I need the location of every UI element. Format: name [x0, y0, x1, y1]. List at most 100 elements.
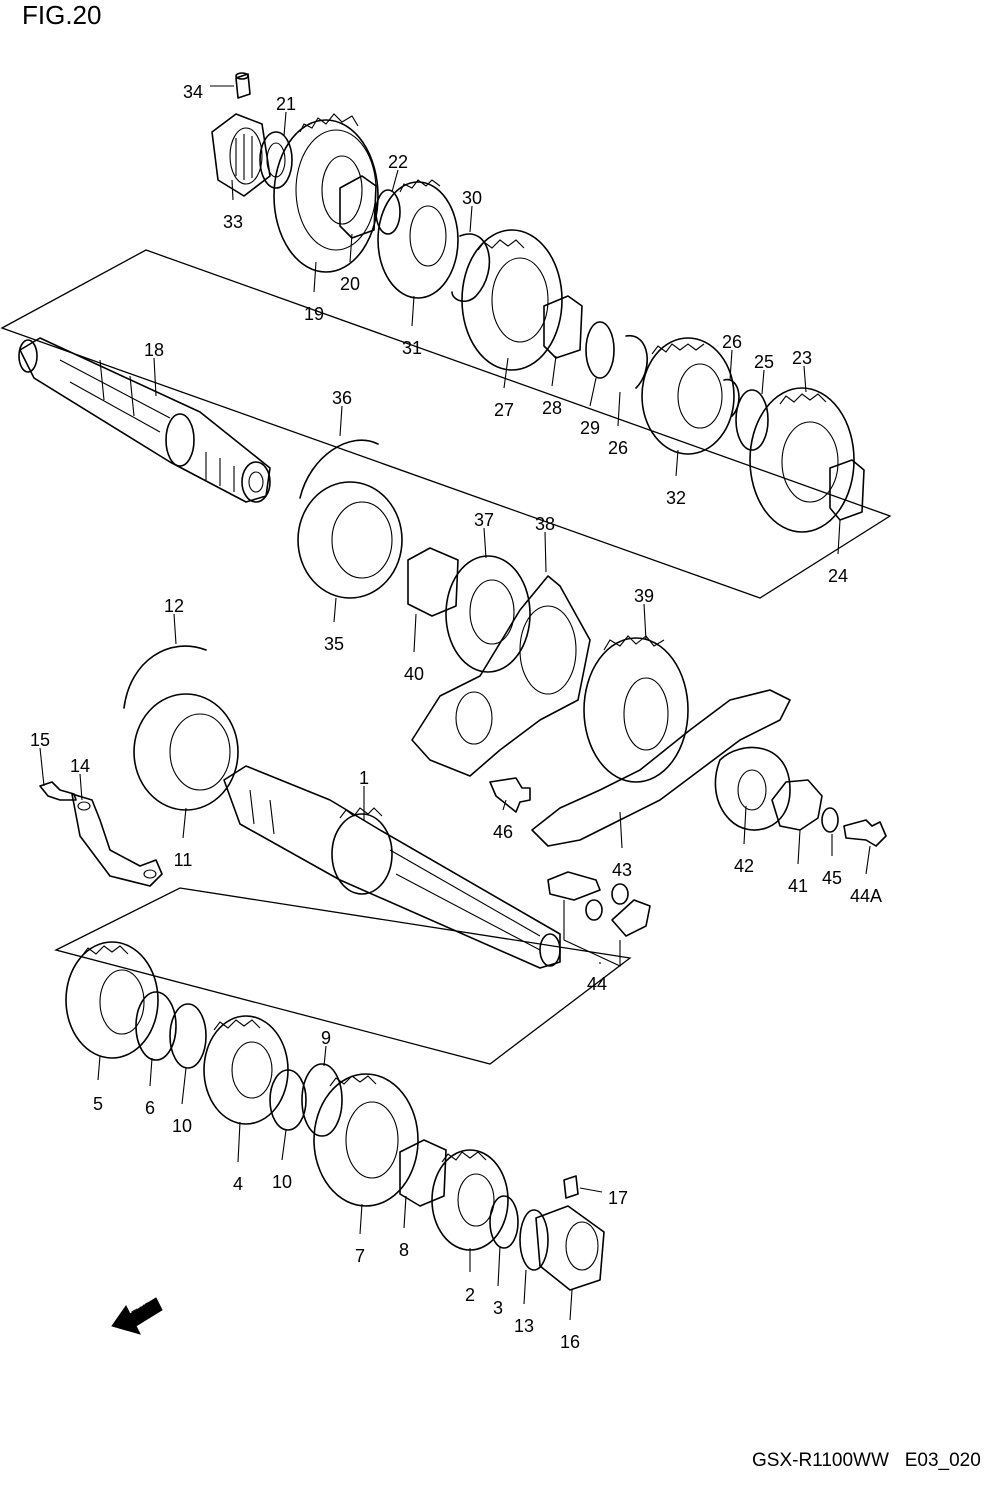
part-callout-label: 38: [535, 514, 555, 534]
callout-leader-line: [173, 613, 177, 645]
callout-leaders: [39, 85, 871, 1321]
part-callout-label: 11: [174, 850, 193, 870]
callout-leader-line: [403, 1195, 407, 1229]
part-callout-label: 14: [70, 756, 90, 776]
driveshaft-group-frame: [54, 887, 632, 1065]
part-callout-label: 43: [612, 860, 632, 880]
callout-leader-line: [497, 1245, 501, 1287]
part-callout-label: 17: [608, 1188, 628, 1208]
callout-leader-line: [619, 811, 623, 849]
part-callout-label: 20: [340, 274, 360, 294]
part-callout-label: 5: [93, 1094, 103, 1114]
callout-leader-line: [803, 365, 807, 393]
callout-leader-line: [182, 807, 187, 839]
callout-leader-line: [579, 1187, 603, 1193]
part-callout-label: 10: [172, 1116, 192, 1136]
part-callout-label: 22: [388, 152, 408, 172]
part-callout-label: 23: [792, 348, 812, 368]
callout-leader-line: [411, 295, 415, 327]
driveshaft: [223, 765, 561, 969]
forward-direction-arrow-icon: FWD: [111, 1297, 163, 1335]
part-callout-label: 2: [465, 1285, 475, 1305]
part-callout-label: 4: [233, 1174, 243, 1194]
lower-gear-train: [65, 941, 605, 1291]
callout-leader-line: [359, 1203, 363, 1235]
callout-leader-line: [551, 355, 557, 387]
callout-leader-line: [469, 205, 473, 233]
output-bearing-group: [297, 439, 591, 777]
part-callout-label: 27: [494, 400, 514, 420]
callout-leader-line: [79, 773, 83, 801]
callout-leader-line: [503, 357, 509, 389]
part-callout-label: 25: [754, 352, 774, 372]
callout-leader-line: [231, 179, 234, 201]
part-callout-label: 9: [321, 1028, 331, 1048]
part-callout-label: 6: [145, 1098, 155, 1118]
part-callout-label: 40: [404, 664, 424, 684]
part-callout-label: 34: [183, 82, 203, 102]
part-callout-label: 8: [399, 1240, 409, 1260]
callout-leader-line: [837, 519, 841, 555]
part-callout-label: 7: [355, 1246, 365, 1266]
callout-leader-line: [643, 603, 647, 641]
part-callout-label: 31: [402, 338, 422, 358]
part-callout-label: 16: [560, 1332, 580, 1352]
part-callout-label: 44: [587, 974, 607, 994]
countershaft-group-frame: [0, 249, 892, 599]
callout-leader-line: [617, 391, 621, 427]
callout-leader-line: [153, 357, 157, 397]
part-callout-label: 24: [828, 566, 848, 586]
callout-leader-line: [323, 1045, 327, 1067]
callout-leader-line: [149, 1057, 153, 1087]
countershaft: [18, 337, 271, 503]
callout-leader-line: [797, 829, 801, 865]
part-callout-label: 46: [493, 822, 513, 842]
part-callout-label: 12: [164, 596, 184, 616]
callout-leader-line: [181, 1067, 187, 1105]
callout-leader-line: [281, 1129, 287, 1161]
part-callout-label: 29: [580, 418, 600, 438]
part-callout-label: 37: [474, 510, 494, 530]
part-callout-label: 10: [272, 1172, 292, 1192]
callout-leader-line: [569, 1289, 573, 1321]
callout-leader-line: [761, 369, 765, 395]
callout-leader-line: [729, 349, 733, 381]
callout-leader-line: [391, 169, 399, 193]
part-callout-label: 36: [332, 388, 352, 408]
callout-leader-line: [675, 449, 679, 477]
callout-leader-line: [743, 805, 747, 845]
part-callout-label: 45: [822, 868, 842, 888]
callout-leader-line: [544, 531, 547, 573]
part-callout-label: 28: [542, 398, 562, 418]
part-callout-label: 26: [608, 438, 628, 458]
part-callout-label: 44A: [850, 886, 882, 906]
part-callout-label: 19: [304, 304, 324, 324]
callout-leader-line: [39, 747, 45, 787]
part-callout-label: 33: [223, 212, 243, 232]
figure-label: FIG.20: [22, 0, 101, 30]
sprocket-and-chain: [489, 635, 887, 967]
footer-model-code: GSX-R1100WW E03_020: [752, 1450, 981, 1471]
callout-leader-line: [413, 613, 417, 653]
part-callout-label: 3: [493, 1298, 503, 1318]
callout-leader-line: [483, 527, 487, 559]
part-callout-label: 42: [734, 856, 754, 876]
part-callout-label: 13: [514, 1316, 534, 1336]
part-callout-label: 41: [788, 876, 808, 896]
callout-leader-line: [313, 261, 317, 293]
part-callout-label: 18: [144, 340, 164, 360]
callout-leader-line: [589, 377, 597, 407]
callout-leader-line: [502, 799, 507, 811]
upper-gear-train: [211, 72, 865, 533]
callout-leader-line: [339, 405, 343, 437]
callout-leader-line: [333, 597, 337, 623]
part-callout-label: 30: [462, 188, 482, 208]
callout-leader-line: [865, 845, 871, 875]
callout-leader-line: [349, 233, 353, 263]
part-callout-label: 1: [359, 768, 369, 788]
part-callout-label: 21: [276, 94, 296, 114]
part-callout-label: 26: [722, 332, 742, 352]
part-callout-label: 39: [634, 586, 654, 606]
